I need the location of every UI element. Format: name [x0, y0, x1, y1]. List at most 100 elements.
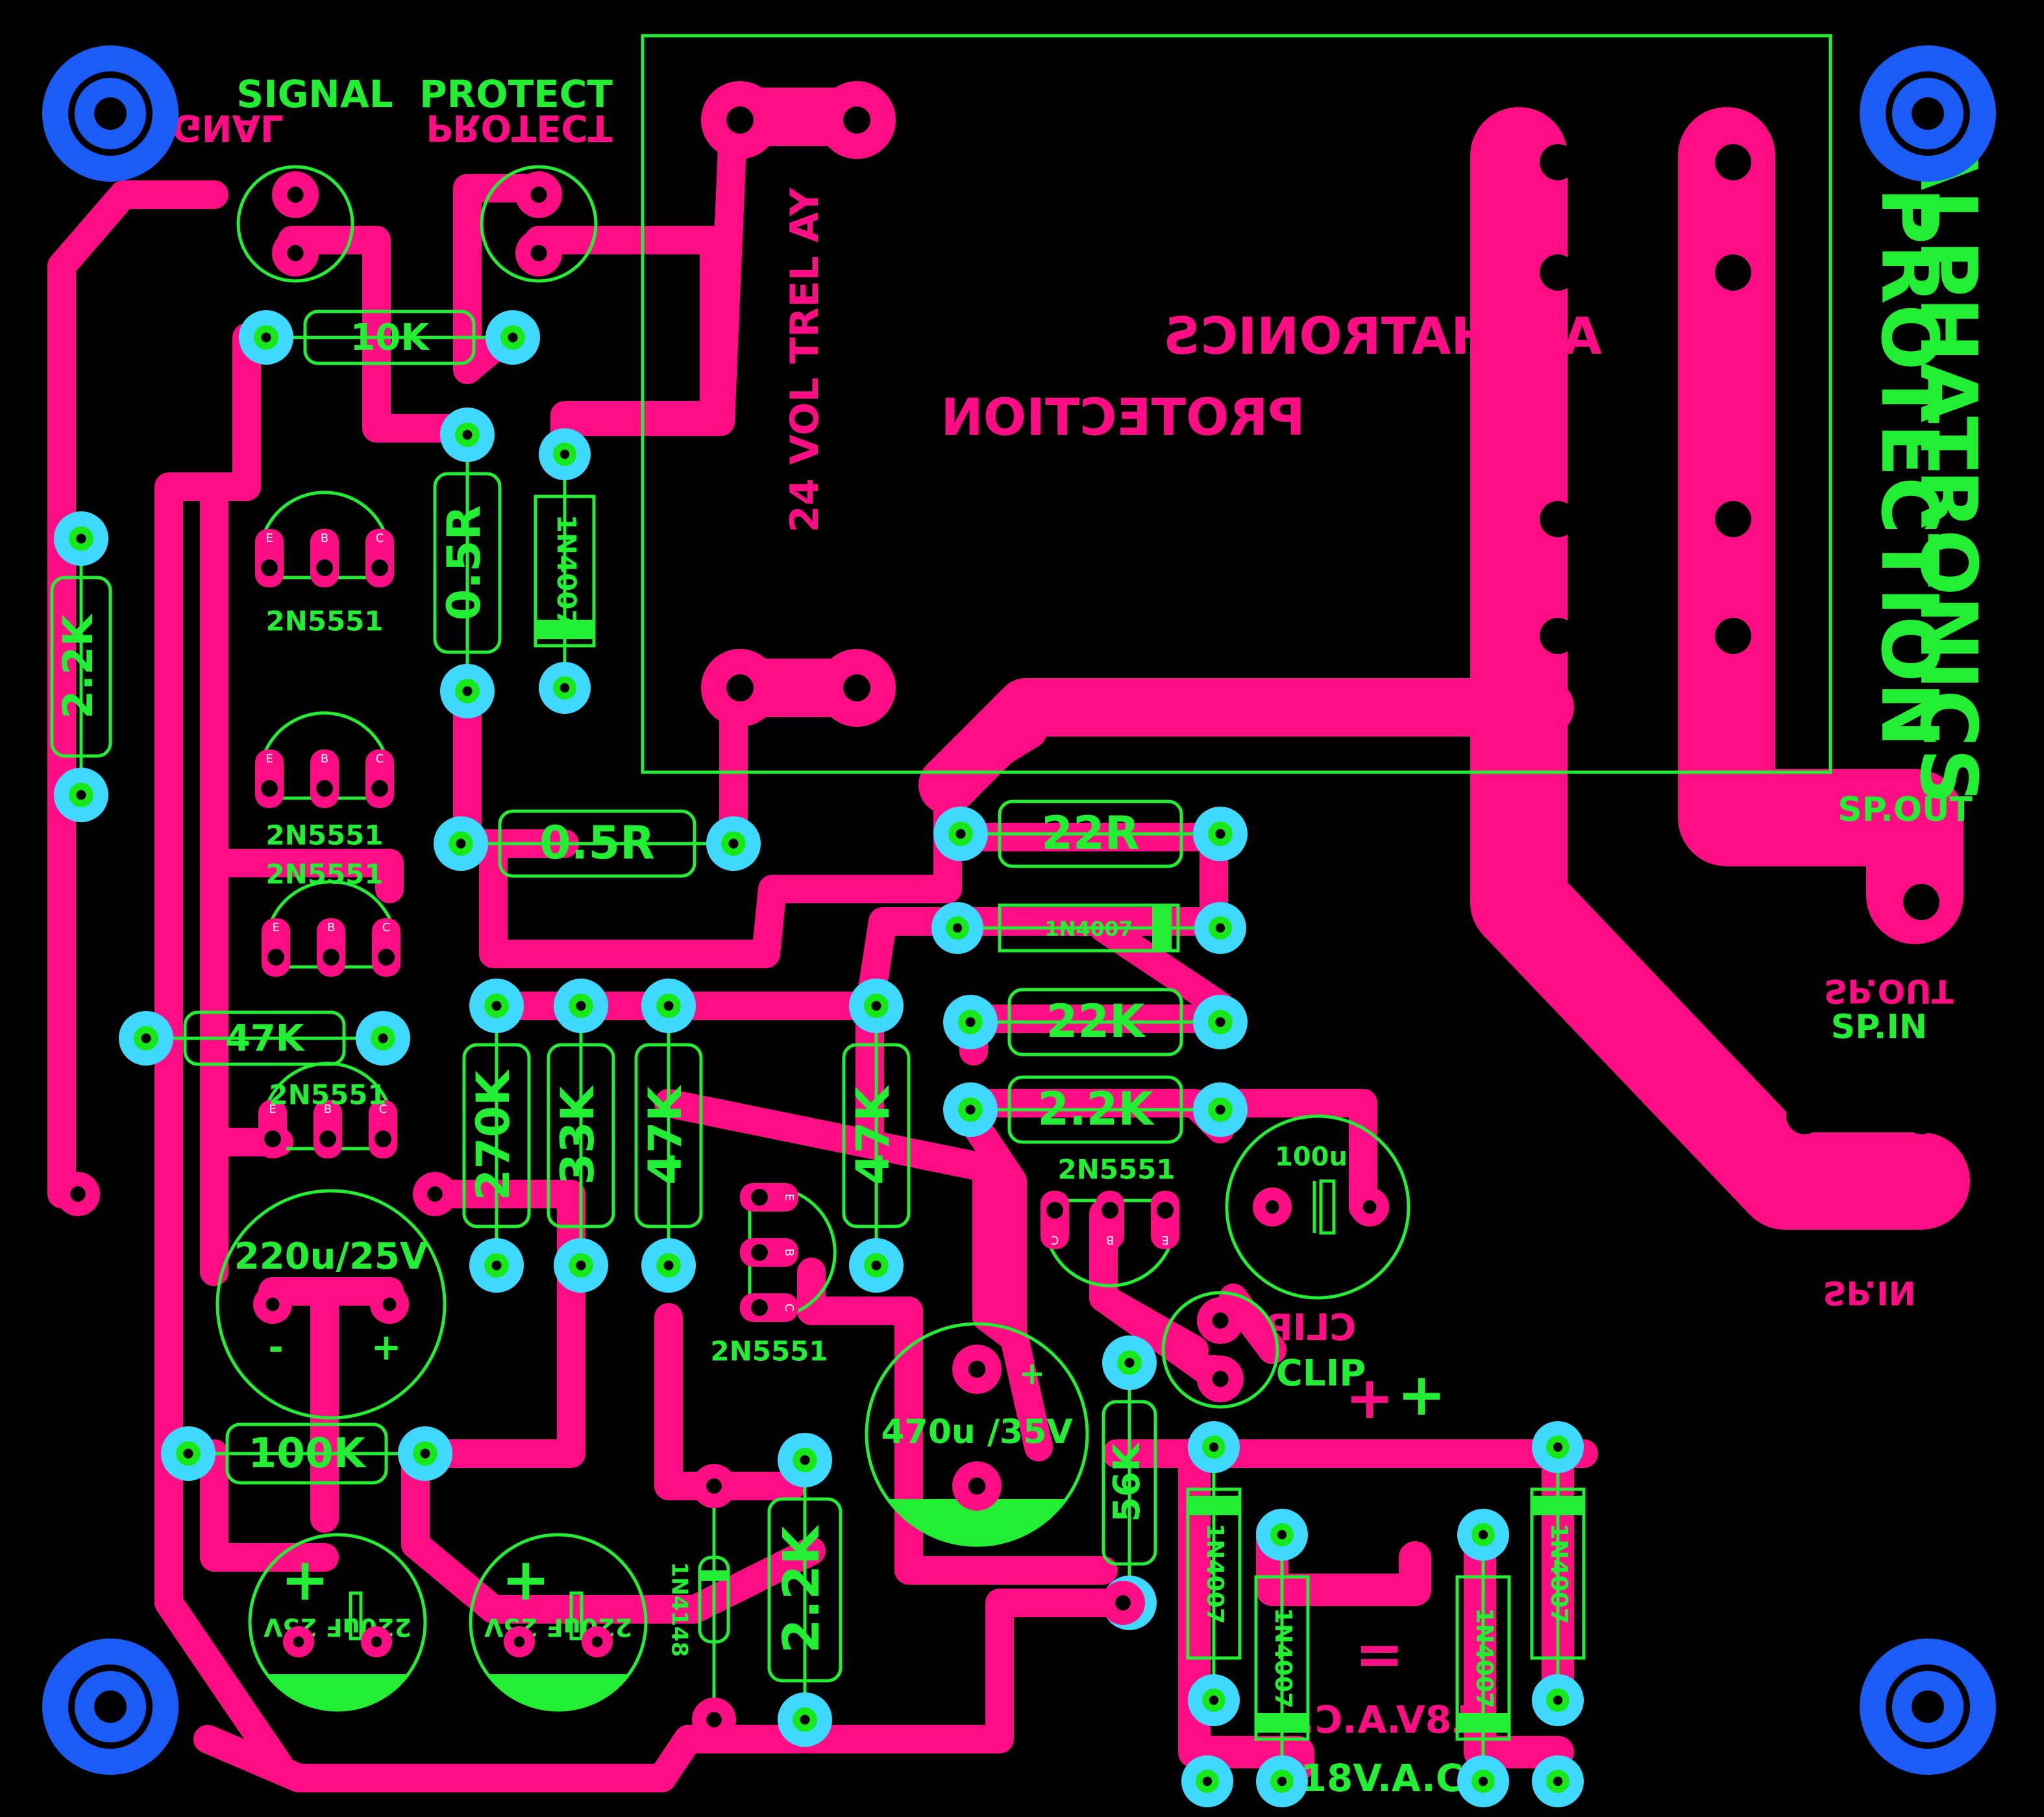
transistor-q6: EBC — [1040, 1191, 1179, 1287]
copper-pad — [56, 1172, 100, 1216]
solder-pad — [1532, 1755, 1584, 1807]
drill-hole — [663, 1001, 674, 1011]
solder-pad — [119, 1011, 173, 1066]
resistor-47k-right: 47K — [842, 979, 911, 1293]
drill-hole — [1212, 1312, 1229, 1329]
diode-value: 1N4007 — [551, 515, 582, 628]
drill-hole — [560, 683, 570, 693]
resistor-10k: 10K — [239, 310, 540, 365]
resistor-value: 56K — [1106, 1442, 1148, 1522]
solder-pad — [933, 807, 988, 861]
transistor-pin-hole — [371, 780, 388, 797]
diode-bridge-2: 1N4007 — [1254, 1509, 1310, 1807]
transistor-pin-hole — [751, 1299, 768, 1316]
transistor-pin-hole — [378, 949, 395, 966]
solder-pad — [1532, 1674, 1584, 1726]
copper-pad — [272, 171, 319, 218]
transistor-pin-pad — [372, 918, 400, 977]
diode-body — [1254, 1575, 1310, 1741]
solder-pad — [554, 979, 608, 1033]
solder-pad — [239, 310, 293, 365]
clip-label-mirrored: CLIP — [1266, 1307, 1357, 1349]
solder-pad — [1194, 902, 1246, 954]
drill-hole — [530, 245, 547, 262]
led-outline — [480, 165, 598, 283]
drill-hole — [952, 923, 963, 933]
solder-pad — [440, 664, 495, 718]
drill-hole — [293, 1636, 304, 1648]
relay-outline — [641, 34, 1832, 774]
sp-in-label: SP.IN — [1831, 1008, 1928, 1047]
drill-hole — [530, 186, 547, 203]
drill-hole — [508, 332, 518, 343]
resistor-body — [303, 310, 476, 365]
trace-bottom-rail — [193, 1589, 1157, 1792]
trace-diode-link — [1089, 914, 1235, 1020]
mounting-hole — [42, 45, 179, 182]
transistor-label: 2N5551 — [265, 859, 383, 890]
capacitor-plus: + — [280, 1546, 329, 1614]
resistor-22k: 22K — [943, 988, 1248, 1056]
drill-hole — [382, 1297, 397, 1311]
trace-protect-led — [453, 174, 540, 384]
relay-contact-hole — [1540, 618, 1576, 654]
sp-out-mirrored: SP.OUT — [1824, 972, 1954, 1010]
drill-hole — [968, 1360, 986, 1378]
resistor-body — [1007, 988, 1183, 1056]
drill-hole — [726, 106, 754, 134]
transistor-pin-label: C — [382, 921, 391, 934]
solder-pad — [539, 428, 591, 480]
copper-pad — [515, 230, 562, 276]
led-outline — [236, 165, 354, 283]
transistor-pin-label: E — [1161, 1233, 1168, 1247]
diode-value: 1N4148 — [667, 1562, 693, 1657]
transistor-pin-label: B — [1106, 1233, 1114, 1247]
drill-hole — [576, 1001, 586, 1011]
drill-hole — [1553, 1776, 1563, 1787]
copper-pad — [701, 81, 779, 159]
resistor-value: 100K — [248, 1430, 367, 1477]
transistor-pin-hole — [375, 1130, 391, 1147]
diode-relay: 1N4007 — [534, 428, 596, 714]
drill-hole — [871, 1001, 881, 1011]
resistor-2k2-right: 2.2K — [943, 1075, 1248, 1144]
resistor-value: 47K — [846, 1084, 900, 1184]
drill-hole — [1209, 1695, 1219, 1705]
speaker-terminal-hole — [1903, 884, 1939, 920]
drill-hole — [663, 1260, 674, 1271]
solder-pad — [943, 995, 998, 1049]
drill-hole — [1215, 1017, 1225, 1027]
copper-pad — [1197, 1356, 1244, 1402]
mounting-drill — [1912, 97, 1944, 130]
drill-hole — [1553, 1695, 1563, 1705]
diode-value: 1N4007 — [1045, 918, 1133, 941]
capacitor-stripe — [886, 1499, 1068, 1547]
diode-band — [536, 620, 594, 639]
drill-hole — [1212, 1371, 1229, 1387]
transistor-pin-pad — [740, 1183, 798, 1212]
transistor-pin-label: C — [376, 531, 384, 545]
resistor-value: 270K — [467, 1069, 520, 1201]
diode-value: 1N4007 — [1201, 1523, 1228, 1624]
capacitor-stripe — [487, 1674, 630, 1711]
drill-hole — [1215, 923, 1225, 933]
drill-hole — [1277, 1530, 1287, 1540]
solder-pad — [706, 816, 761, 871]
solder-pad — [1256, 1755, 1308, 1807]
copper-pad — [413, 1172, 457, 1216]
solder-pad — [539, 662, 591, 714]
silk-text-group: ALPHATRONICS PROTECTION SIGNAL PROTECT S… — [236, 72, 1993, 1800]
resistor-05r-vertical: 0.5R — [433, 408, 502, 718]
plus-silk: + — [1397, 1361, 1446, 1429]
transistor-pin-pad — [314, 1100, 342, 1158]
transistor-pin-label: B — [324, 1103, 332, 1116]
diode-value: 1N4007 — [1545, 1523, 1572, 1624]
transistor-pin-label: C — [376, 752, 384, 766]
mounting-hole — [1860, 45, 1996, 182]
relay-contact-hole — [1715, 501, 1751, 537]
drill-hole — [1215, 829, 1225, 839]
solder-pad — [54, 511, 108, 566]
diode-band — [1188, 1496, 1240, 1515]
